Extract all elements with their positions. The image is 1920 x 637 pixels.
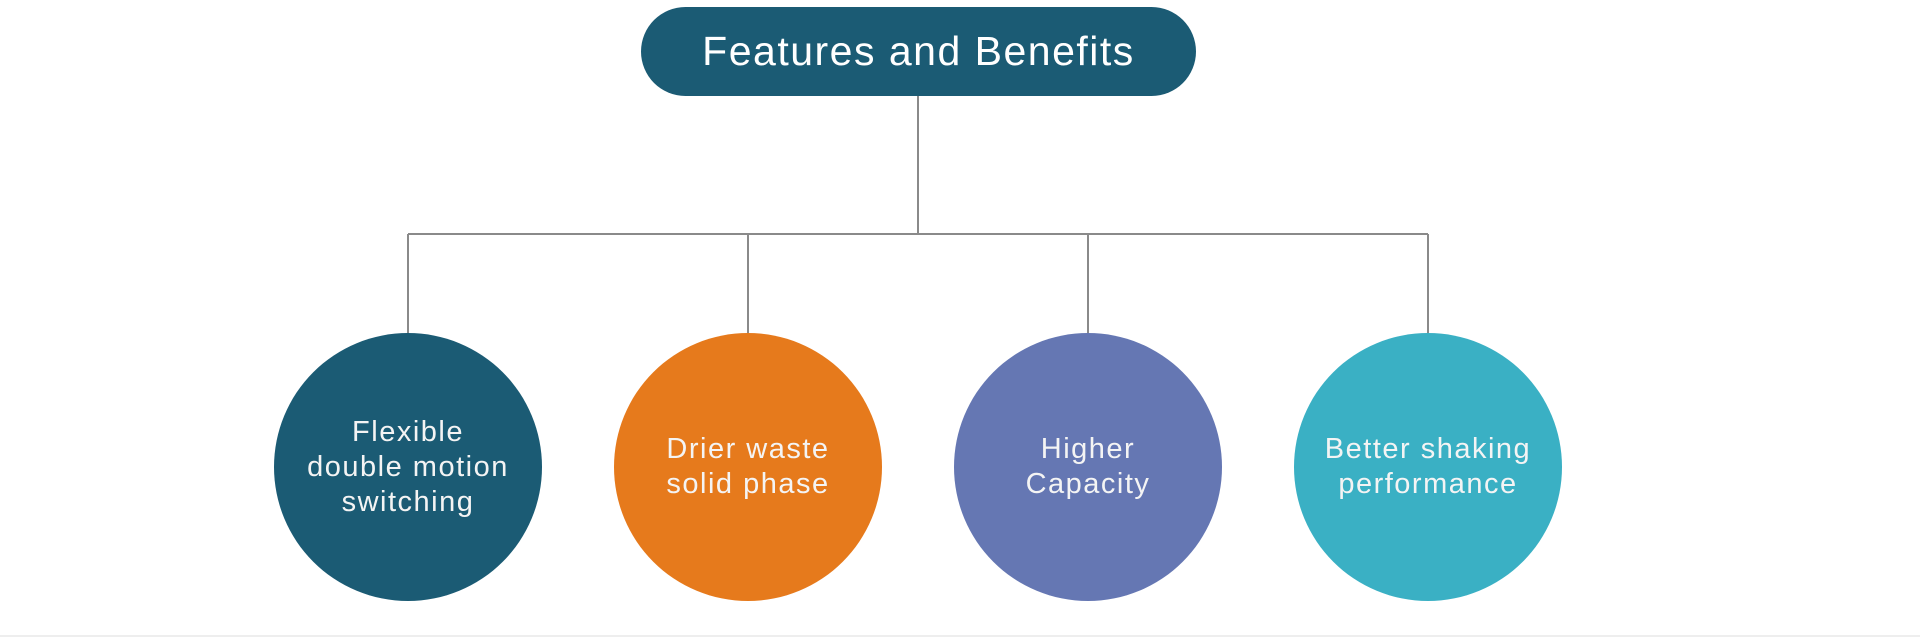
diagram-title: Features and Benefits xyxy=(702,28,1135,74)
feature-node-higher-capacity: Higher Capacity xyxy=(954,333,1222,601)
feature-label: Drier waste solid phase xyxy=(666,433,830,500)
feature-label: Flexible double motion switching xyxy=(307,415,509,518)
feature-node-drier-waste: Drier waste solid phase xyxy=(614,333,882,601)
feature-label: Better shaking performance xyxy=(1324,433,1532,500)
feature-label: Higher Capacity xyxy=(1025,433,1151,500)
bottom-divider xyxy=(0,635,1920,637)
title-box: Features and Benefits xyxy=(641,7,1196,96)
feature-node-better-shaking: Better shaking performance xyxy=(1294,333,1562,601)
feature-node-flexible-switching: Flexible double motion switching xyxy=(274,333,542,601)
